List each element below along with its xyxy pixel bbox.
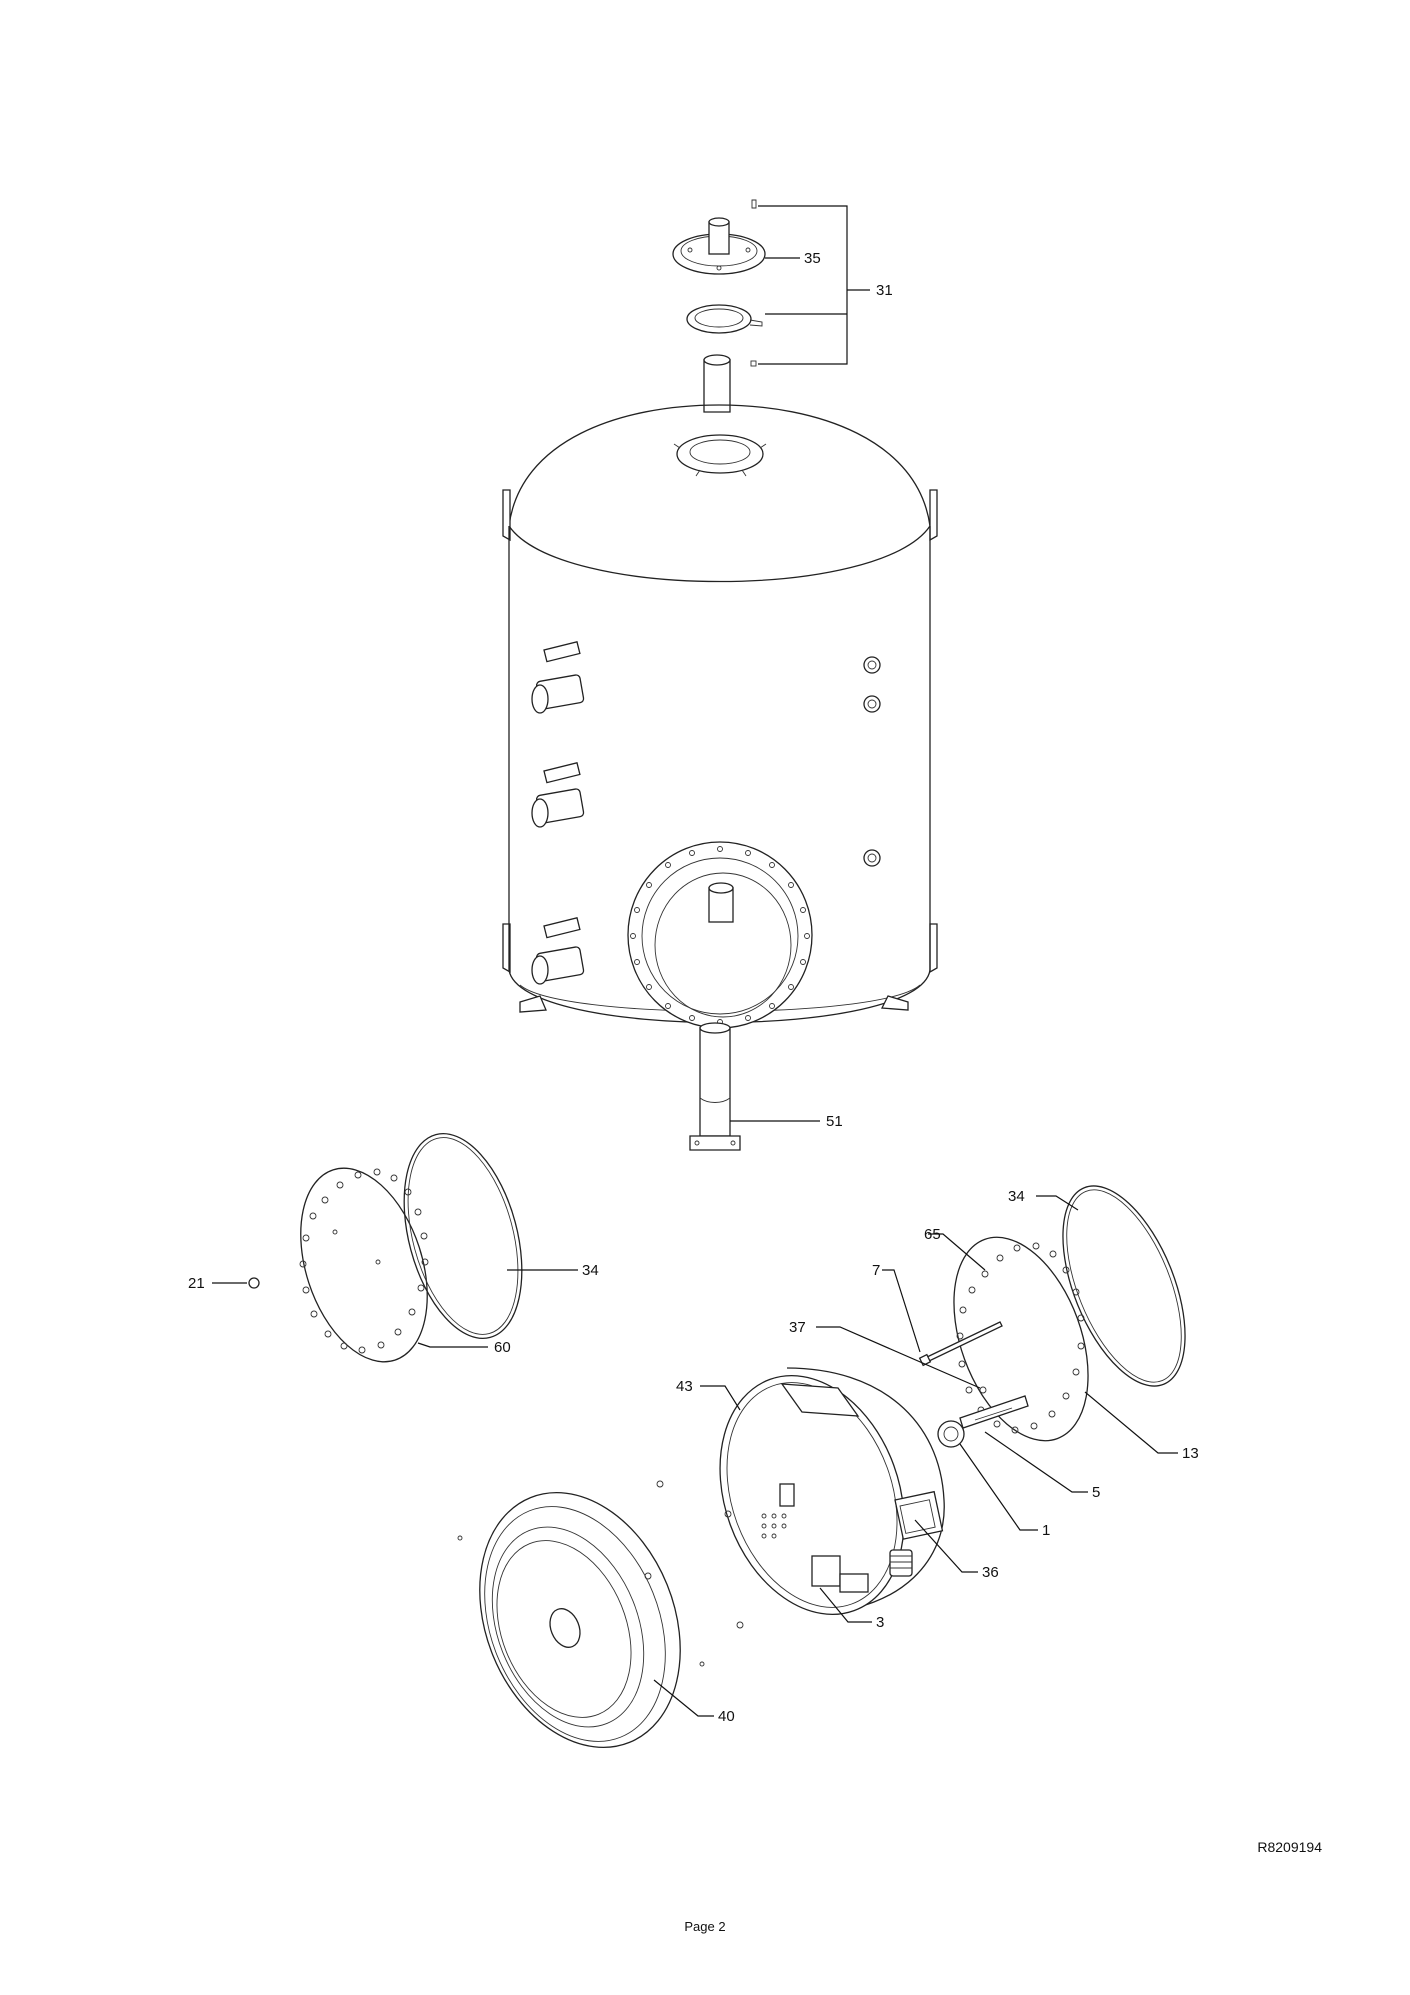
callout-3: 3 <box>876 1614 884 1631</box>
vent-assembly <box>672 199 870 367</box>
callout-40: 40 <box>718 1708 735 1725</box>
callout-34-right: 34 <box>1008 1188 1025 1205</box>
callout-labels: 35 31 51 34 34 21 60 65 7 37 43 13 5 1 3… <box>188 250 1199 1725</box>
right-sockets <box>863 656 881 867</box>
callout-1: 1 <box>1042 1522 1050 1539</box>
callout-65: 65 <box>924 1226 941 1243</box>
callout-7: 7 <box>872 1262 880 1279</box>
right-flange-group <box>816 1185 1186 1531</box>
drawing-reference: R8209194 <box>1257 1839 1322 1855</box>
callout-34-left: 34 <box>582 1262 599 1279</box>
control-housing <box>700 1367 978 1623</box>
callout-13: 13 <box>1182 1445 1199 1462</box>
callout-36: 36 <box>982 1564 999 1581</box>
callout-43: 43 <box>676 1378 693 1395</box>
page-number: Page 2 <box>684 1919 726 1934</box>
front-cover <box>457 1480 744 1749</box>
callout-5: 5 <box>1092 1484 1100 1501</box>
callout-51: 51 <box>826 1113 843 1130</box>
callout-21: 21 <box>188 1275 205 1292</box>
callout-35: 35 <box>804 250 821 267</box>
callout-60: 60 <box>494 1339 511 1356</box>
left-nozzles <box>531 640 585 985</box>
main-vessel <box>502 354 938 1151</box>
callout-37: 37 <box>789 1319 806 1336</box>
side-manhole-flange <box>627 841 813 1029</box>
callout-31: 31 <box>876 282 893 299</box>
left-cover-group <box>212 1132 578 1363</box>
drain-leg <box>689 1022 741 1151</box>
